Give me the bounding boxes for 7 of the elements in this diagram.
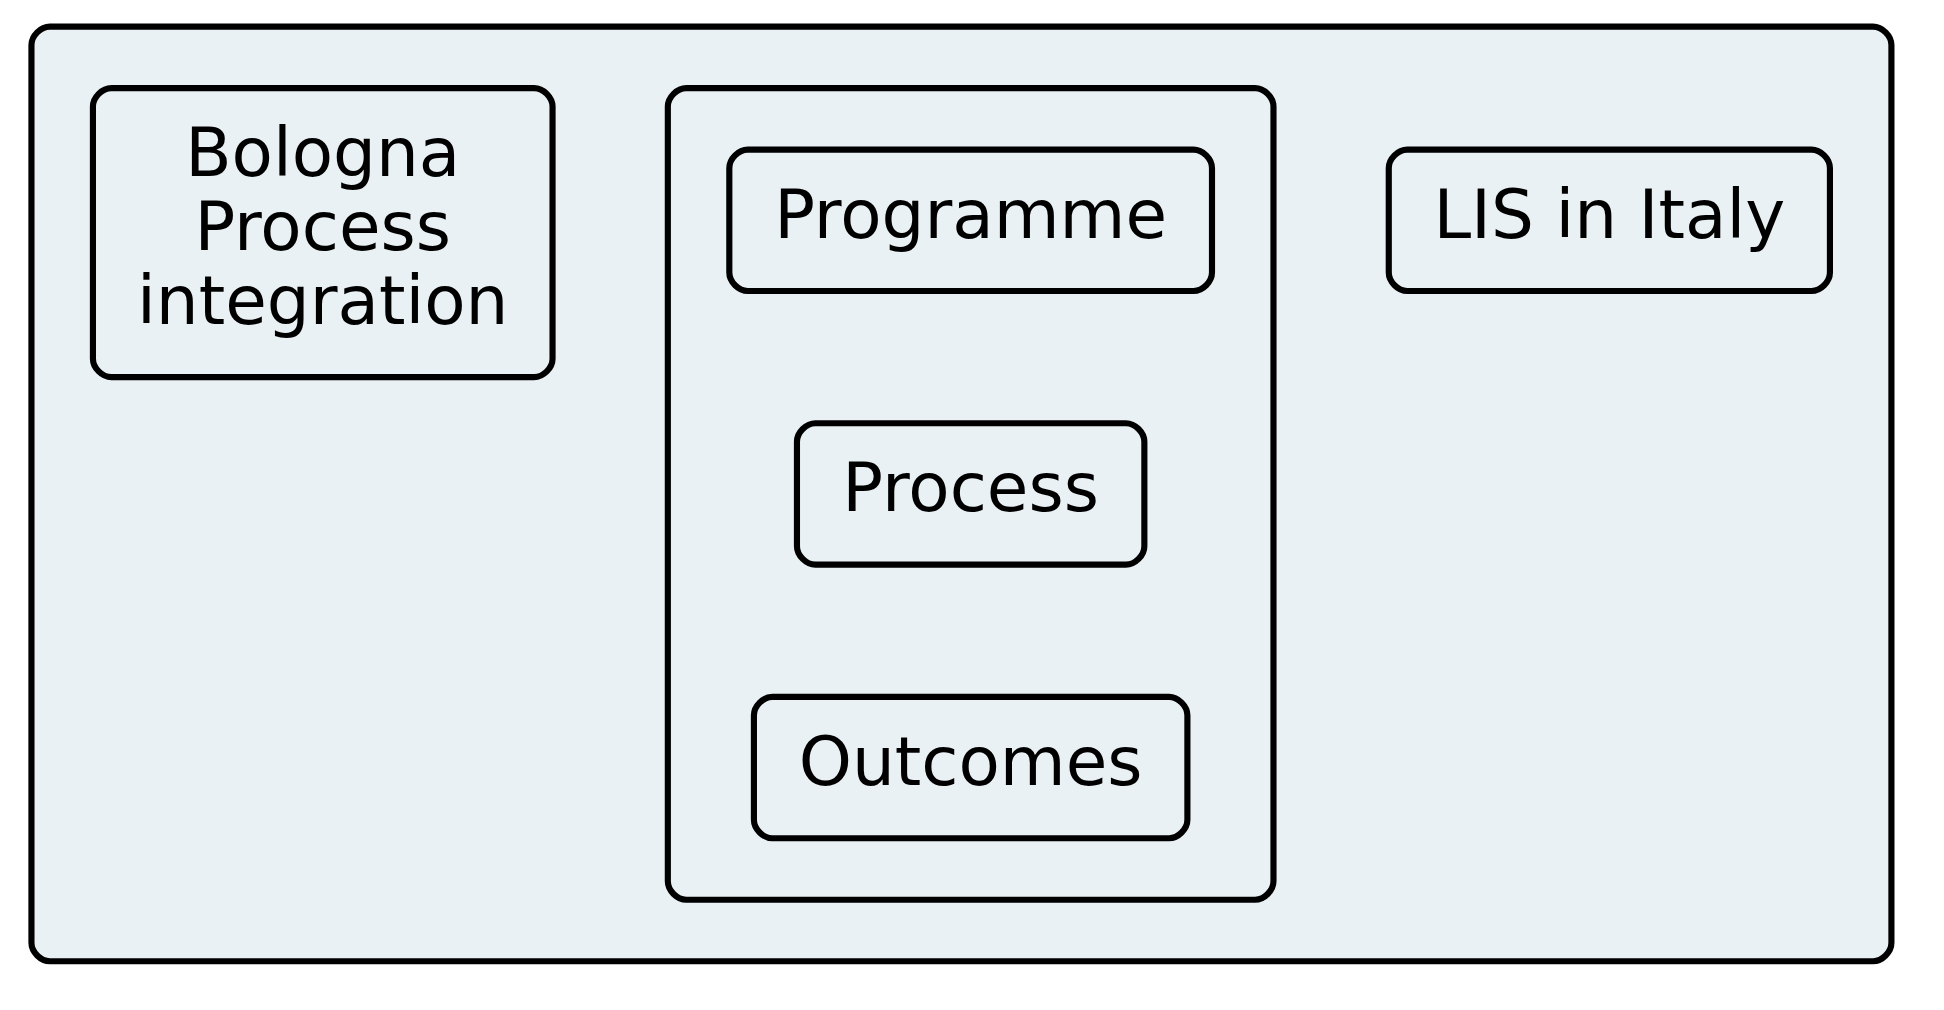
node-box: Programme <box>725 146 1215 295</box>
node-box: Outcomes <box>750 693 1190 842</box>
cluster <box>27 23 1894 965</box>
node-box: LIS in Italy <box>1385 146 1833 295</box>
node-box: Process <box>793 420 1147 568</box>
cluster <box>664 85 1277 903</box>
node-box: Bologna Process integration <box>89 85 556 381</box>
